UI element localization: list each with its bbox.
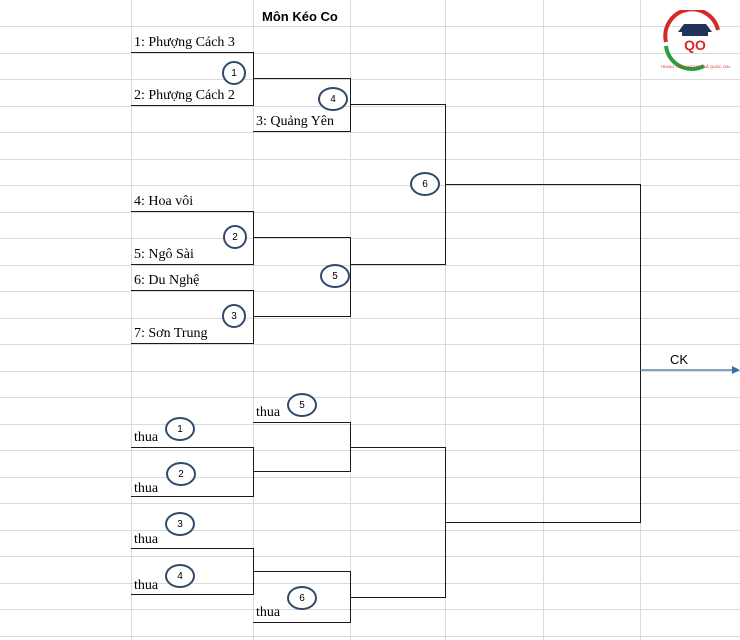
bracket-line (445, 184, 640, 185)
match-badge-2: 2 (223, 225, 247, 249)
bracket-line (131, 343, 253, 344)
bracket-line (253, 237, 350, 238)
bracket-line (131, 447, 253, 448)
grid-row-line (0, 609, 740, 610)
grid-row-line (0, 556, 740, 557)
bracket-line (253, 78, 350, 79)
match-badge-5: 5 (320, 264, 350, 288)
match-badge-1: 1 (222, 61, 246, 85)
bracket-line (253, 422, 350, 423)
grid-row-line (0, 397, 740, 398)
final-label: CK (670, 352, 689, 367)
bracket-line (350, 237, 351, 317)
bracket-line (253, 622, 350, 623)
loser-label: thua (134, 532, 159, 547)
grid-row-line (0, 318, 740, 319)
grid-column-line (445, 0, 446, 640)
team-label-1: 1: Phượng Cách 3 (134, 35, 235, 50)
bracket-line (131, 52, 253, 53)
grid-row-line (0, 636, 740, 637)
grid-row-line (0, 291, 740, 292)
team-label-3: 3: Quảng Yên (256, 114, 335, 129)
bracket-line (350, 447, 445, 448)
bracket-line (253, 447, 254, 497)
bracket-line (640, 184, 641, 523)
team-label-4: 4: Hoa vôi (134, 194, 194, 209)
loser-badge-6: 6 (287, 586, 317, 610)
grid-column-line (543, 0, 544, 640)
bracket-line (131, 290, 253, 291)
bracket-line (131, 496, 253, 497)
loser-badge-5: 5 (287, 393, 317, 417)
grid-row-line (0, 424, 740, 425)
page-title: Môn Kéo Co (262, 9, 338, 24)
team-label-2: 2: Phượng Cách 2 (134, 88, 235, 103)
bracket-line (253, 571, 350, 572)
bracket-line (253, 131, 350, 132)
team-label-6: 6: Du Nghệ (134, 273, 200, 288)
grid-row-line (0, 79, 740, 80)
team-label-7: 7: Sơn Trung (134, 326, 208, 341)
bracket-line (131, 548, 253, 549)
bracket-line (253, 316, 350, 317)
grid-row-line (0, 212, 740, 213)
match-badge-4: 4 (318, 87, 348, 111)
bracket-line (253, 211, 254, 265)
grid-row-line (0, 185, 740, 186)
grid-row-line (0, 344, 740, 345)
match-badge-3: 3 (222, 304, 246, 328)
loser-badge-2: 2 (166, 462, 196, 486)
grid-row-line (0, 53, 740, 54)
team-label-5: 5: Ngô Sài (134, 247, 194, 262)
grid-row-line (0, 238, 740, 239)
loser-label: thua (134, 578, 159, 593)
loser-badge-1: 1 (165, 417, 195, 441)
logo-letters: QO (684, 37, 706, 53)
final-arrow-icon (640, 366, 740, 374)
bracket-line (253, 471, 350, 472)
bracket-line (350, 78, 351, 132)
logo-caption: TRUNG TÂM VHTTATT XÃ QUỐC OAI (660, 64, 730, 69)
bracket-line (131, 264, 253, 265)
grid-column-line (131, 0, 132, 640)
bracket-line (131, 211, 253, 212)
loser-label: thua (256, 405, 281, 420)
bracket-line (445, 522, 640, 523)
bracket-line (253, 290, 254, 344)
loser-label: thua (134, 481, 159, 496)
grid-row-line (0, 26, 740, 27)
bracket-line (350, 264, 445, 265)
grid-row-line (0, 583, 740, 584)
grid-row-line (0, 106, 740, 107)
center-logo-icon: QO TRUNG TÂM VHTTATT XÃ QUỐC OAI (660, 10, 730, 72)
bracket-line (350, 597, 445, 598)
grid-row-line (0, 503, 740, 504)
grid-row-line (0, 477, 740, 478)
grid-row-line (0, 450, 740, 451)
grid-row-line (0, 265, 740, 266)
bracket-line (131, 594, 253, 595)
bracket-line (350, 104, 445, 105)
loser-badge-3: 3 (165, 512, 195, 536)
match-badge-6: 6 (410, 172, 440, 196)
grid-row-line (0, 159, 740, 160)
grid-row-line (0, 371, 740, 372)
grid-column-line (350, 0, 351, 640)
loser-badge-4: 4 (165, 564, 195, 588)
loser-label: thua (134, 430, 159, 445)
grid-row-line (0, 132, 740, 133)
bracket-line (131, 105, 253, 106)
bracket-line (253, 52, 254, 106)
grid-row-line (0, 530, 740, 531)
loser-label: thua (256, 605, 281, 620)
